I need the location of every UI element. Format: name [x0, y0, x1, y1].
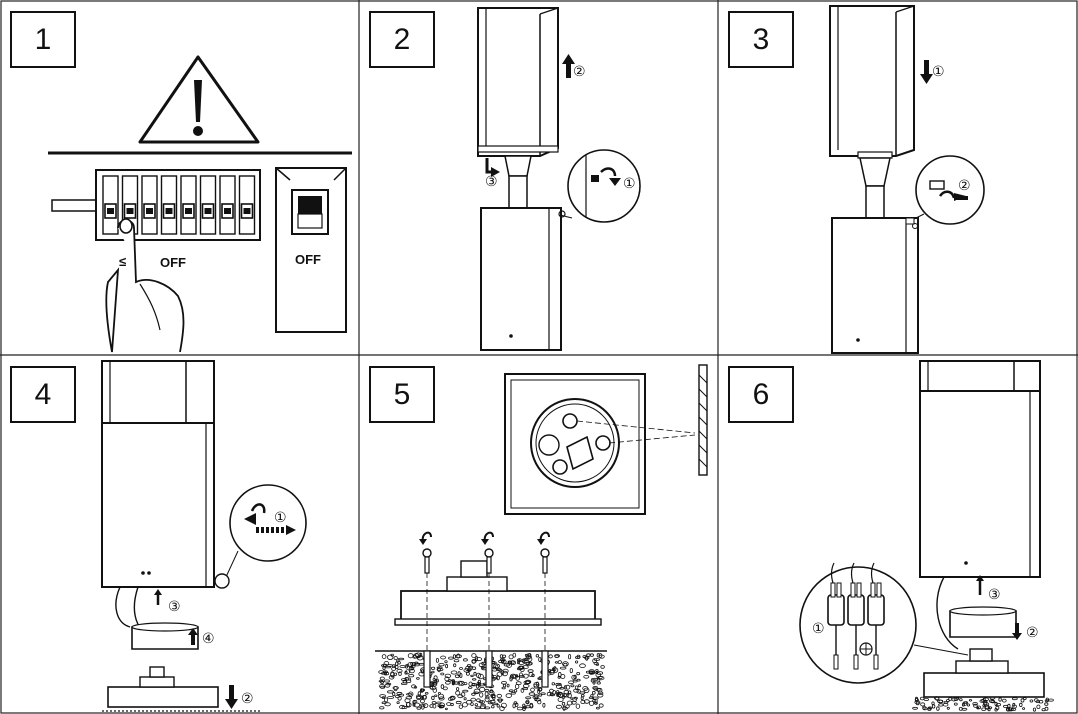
- step-3-number: 3: [728, 11, 794, 68]
- base-plate-side-view: [394, 560, 602, 626]
- lamp-post-icon: [829, 5, 919, 354]
- lower-callout-6: ②: [1026, 625, 1039, 641]
- step-5-panel: 5: [359, 355, 718, 714]
- step-6-panel: ③ ② ① 6: [718, 355, 1078, 714]
- step-2-number: 2: [369, 11, 435, 68]
- step-2-illustration: ② ③ ①: [477, 7, 641, 351]
- breaker-off-label: OFF: [160, 255, 186, 270]
- drill-bit-icon: [698, 364, 708, 476]
- arrow-icon: [562, 54, 575, 78]
- step-3-illustration: ① ②: [829, 5, 985, 354]
- lamp-post-icon: [477, 7, 562, 351]
- step-4-panel: ③ ④ ② ① 4: [0, 355, 359, 714]
- wire-callout: ③: [168, 599, 181, 615]
- screw-icon: [419, 531, 550, 685]
- wire-connector-icon: [799, 562, 969, 684]
- step-5-number: 5: [369, 366, 435, 423]
- screw-icon: [905, 155, 985, 229]
- step-4-number: 4: [10, 366, 76, 423]
- screw-callout-3: ②: [958, 178, 971, 194]
- switch-off-label: OFF: [295, 252, 321, 267]
- arrow-icon: [225, 685, 238, 709]
- hand-icon: ≤: [105, 218, 185, 353]
- step-1-number: 1: [10, 11, 76, 68]
- step-3-panel: ① ② 3: [718, 0, 1078, 355]
- step-6-illustration: ③ ② ①: [799, 360, 1054, 712]
- arrow-icon: [188, 628, 198, 645]
- lift-callout: ②: [573, 64, 586, 80]
- wall-switch-icon: [275, 167, 347, 333]
- arrow-icon: [976, 575, 984, 595]
- step-6-number: 6: [728, 366, 794, 423]
- lamp-post-icon: [101, 360, 260, 712]
- arrow-icon: [485, 158, 500, 177]
- step-1-illustration: ≤ OFF OFF: [48, 55, 352, 353]
- step-4-illustration: ③ ④ ② ①: [101, 360, 307, 712]
- screw-icon: [214, 484, 307, 589]
- step-5-illustration: [375, 364, 708, 711]
- turn-callout: ③: [485, 174, 498, 190]
- wire-callout-6: ③: [988, 587, 1001, 603]
- breaker-panel-icon: [51, 169, 261, 241]
- svg-text:≤: ≤: [119, 254, 126, 269]
- lift-callout-4: ④: [202, 631, 215, 647]
- lamp-post-icon: [912, 360, 1054, 712]
- warning-icon: [138, 55, 260, 144]
- concrete-ground-icon: [375, 650, 607, 711]
- lower-callout: ①: [932, 64, 945, 80]
- arrow-icon: [1012, 623, 1022, 640]
- pull-down-callout: ②: [241, 691, 254, 707]
- step-1-panel: ≤ OFF OFF 1: [0, 0, 359, 355]
- arrow-icon: [920, 60, 933, 84]
- connector-callout: ①: [812, 621, 825, 637]
- arrow-icon: [154, 589, 162, 605]
- screw-callout: ①: [623, 176, 636, 192]
- screw-callout-4: ①: [274, 510, 287, 526]
- screw-icon: [558, 149, 641, 223]
- base-plate-top-view: [504, 373, 696, 515]
- step-2-panel: ② ③ ① 2: [359, 0, 718, 355]
